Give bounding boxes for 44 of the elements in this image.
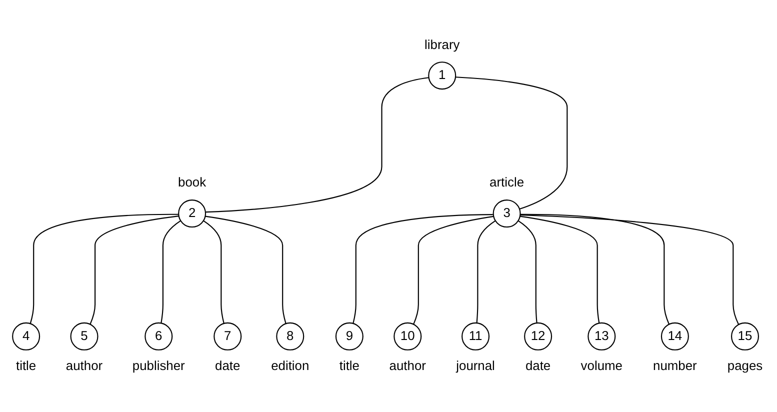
node-label: article (490, 174, 524, 190)
node-label: title (16, 358, 36, 373)
node-circle: 11 (462, 322, 490, 350)
node-label: title (339, 358, 360, 373)
node-circle: 13 (588, 322, 616, 350)
node-label: pages (727, 358, 763, 373)
node-circle: 5 (70, 322, 98, 350)
connector (413, 216, 494, 324)
connector (352, 214, 493, 324)
connector (520, 214, 670, 324)
node-circle: 9 (335, 322, 364, 350)
connector (518, 220, 538, 323)
node-label: volume (580, 358, 622, 373)
node-circle: 15 (731, 322, 760, 350)
connector (90, 216, 179, 324)
connector (456, 76, 568, 210)
connector (160, 220, 181, 324)
node-circle: 14 (660, 322, 689, 350)
node-label: publisher (132, 358, 185, 373)
node-circle: 10 (394, 322, 422, 350)
node-label: book (178, 174, 206, 190)
connector (30, 214, 179, 324)
connector (205, 216, 286, 324)
node-label: date (525, 358, 551, 373)
connector (206, 77, 429, 213)
connector (520, 216, 600, 324)
node-circle: 2 (178, 200, 206, 228)
node-circle: 3 (492, 200, 521, 228)
node-label: library (424, 36, 460, 52)
node-circle: 8 (276, 322, 304, 350)
node-circle: 6 (144, 322, 173, 350)
node-circle: 4 (12, 322, 40, 350)
node-label: author (389, 358, 426, 373)
connector (476, 220, 496, 323)
node-circle: 7 (214, 322, 242, 350)
node-label: number (653, 358, 697, 373)
connector (520, 214, 740, 325)
node-label: edition (271, 358, 310, 373)
node-label: journal (456, 358, 495, 373)
node-label: date (215, 358, 240, 373)
connector (203, 220, 224, 324)
node-circle: 12 (524, 322, 552, 350)
node-circle: 1 (428, 62, 456, 90)
node-label: author (66, 358, 103, 373)
